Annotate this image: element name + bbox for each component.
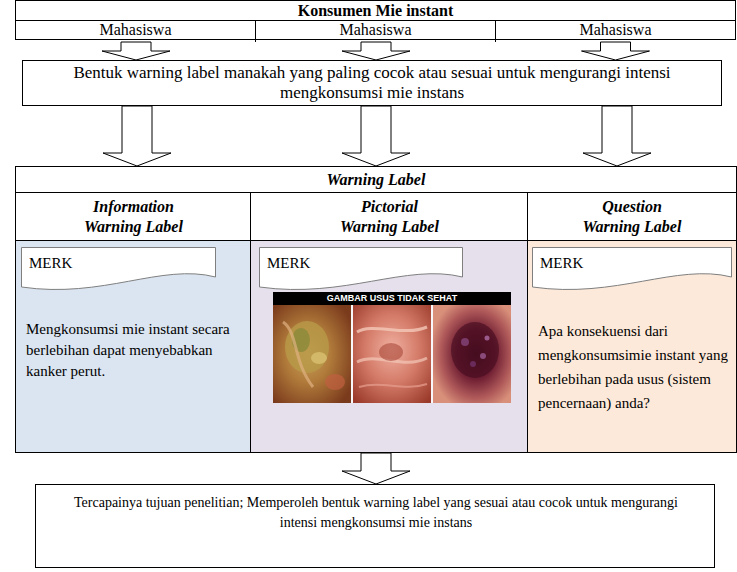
photo-band: [273, 292, 511, 305]
brand-banner: MERK: [259, 247, 463, 293]
banner-shape: [22, 248, 216, 290]
column-header: Question Warning Label: [528, 193, 736, 241]
result-box: Tercapainya tujuan penelitian; Memperole…: [35, 484, 715, 568]
brand-text: MERK: [540, 254, 620, 272]
block-arrow: [342, 42, 410, 60]
node-text: Question Warning Label: [576, 197, 688, 237]
brand-banner: MERK: [532, 247, 732, 293]
node-text: GAMBAR USUS TIDAK SEHAT: [273, 292, 511, 305]
node-text: Pictorial Warning Label: [334, 197, 446, 237]
brand-text: MERK: [29, 254, 109, 272]
column-header: Pictorial Warning Label: [251, 193, 528, 241]
question-box: Bentuk warning label manakah yang paling…: [22, 60, 722, 106]
brand-text: MERK: [267, 254, 347, 272]
column-header: Information Warning Label: [16, 193, 251, 241]
label-cell: Mengkonsumsi mie instant secara berlebih…: [16, 241, 251, 452]
consumer-table: Konsumen Mie instantMahasiswaMahasiswaMa…: [15, 0, 736, 40]
table-cell: Mahasiswa: [16, 21, 256, 42]
node-text: Tercapainya tujuan penelitian; Memperole…: [56, 493, 696, 533]
photo-middle: [353, 305, 431, 403]
label-cell: Apa konsekuensi dari mengkonsumsimie ins…: [528, 241, 736, 452]
node-text: Information Warning Label: [78, 197, 190, 237]
photo-right: [433, 305, 511, 403]
banner-shape: [533, 248, 732, 290]
node-text: Mahasiswa: [16, 21, 255, 39]
node-text: Apa konsekuensi dari mengkonsumsimie ins…: [538, 319, 730, 415]
block-arrow: [342, 453, 410, 484]
node-text: Konsumen Mie instant: [16, 1, 735, 21]
intestine-photo: [273, 292, 511, 403]
node-text: Bentuk warning label manakah yang paling…: [61, 63, 683, 103]
block-arrow: [583, 106, 651, 166]
photo-left: [273, 305, 351, 403]
block-arrow: [342, 106, 410, 166]
node-text: Mahasiswa: [496, 21, 735, 39]
node-text: Mengkonsumsi mie instant secara berlebih…: [26, 319, 238, 382]
table-cell: Mahasiswa: [256, 21, 496, 42]
brand-banner: MERK: [21, 247, 216, 293]
node-text: Mahasiswa: [256, 21, 495, 39]
label-cell: GAMBAR USUS TIDAK SEHAT MERK: [251, 241, 528, 452]
node-text: Warning Label: [16, 167, 736, 193]
table-cell: Mahasiswa: [496, 21, 735, 42]
warning-label-table: Warning LabelInformation Warning Label Pi…: [15, 166, 737, 453]
block-arrow: [582, 42, 650, 60]
banner-shape: [260, 248, 463, 290]
block-arrow: [103, 106, 171, 166]
block-arrow: [102, 42, 170, 60]
